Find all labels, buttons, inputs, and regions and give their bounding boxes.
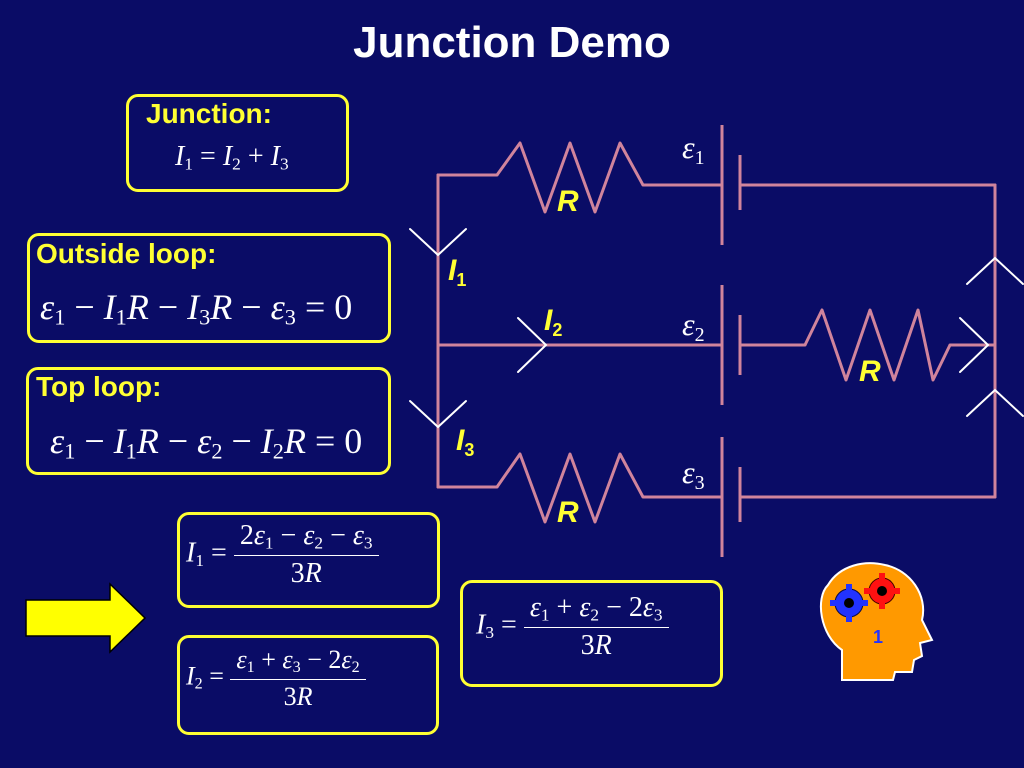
outside-loop-equation: ε1 − I1R − I3R − ε3 = 0 [40,287,353,330]
outside-loop-label: Outside loop: [36,238,217,269]
emf-label-1: ε1 [682,129,705,169]
emf-label-2: ε2 [682,306,705,346]
current-arrows [409,228,1024,429]
top-loop-label: Top loop: [36,371,162,402]
result-i2-equation: I2 = ε1 + ε3 − 2ε2 3R [186,645,366,712]
gear-blue-icon [830,584,868,622]
emf-label-3: ε3 [682,454,705,494]
resistor-label-top: R [557,185,579,218]
resistor-middle [803,308,952,382]
current-label-i2: I2 [544,304,562,340]
resistor-label-bottom: R [557,496,579,529]
junction-box [126,94,349,192]
current-label-i1: I1 [448,254,466,290]
junction-equation: I1 = I2 + I3 [175,141,289,174]
arrow-right-lower [966,388,1024,417]
top-loop-box [26,367,391,475]
result-i1-box [177,512,440,608]
arrow-right-upper [966,256,1024,285]
gear-red-icon [864,573,900,609]
outside-loop-box [27,233,391,343]
arrow-i2 [517,317,548,373]
page-title: Junction Demo [353,18,671,67]
arrow-right-middle [959,317,990,373]
junction-label: Junction: [146,98,272,129]
arrow-i3 [409,400,467,429]
current-label-i3: I3 [456,424,474,460]
top-loop-equation: ε1 − I1R − ε2 − I2R = 0 [50,421,363,464]
thinking-head-icon: 1 [819,562,934,681]
result-i2-box [177,635,439,735]
head-badge-number: 1 [873,627,883,647]
resistor-top [495,141,645,214]
batteries [720,125,742,557]
resistor-bottom [495,452,645,524]
arrow-i1 [409,228,467,257]
result-i3-equation: I3 = ε1 + ε2 − 2ε3 3R [476,592,669,662]
result-i3-box [460,580,723,687]
resistors [495,141,952,524]
circuit-wires [436,173,997,499]
result-i1-equation: I1 = 2ε1 − ε2 − ε3 3R [186,520,379,590]
resistor-label-middle: R [859,355,881,388]
pointing-arrow [25,582,147,654]
